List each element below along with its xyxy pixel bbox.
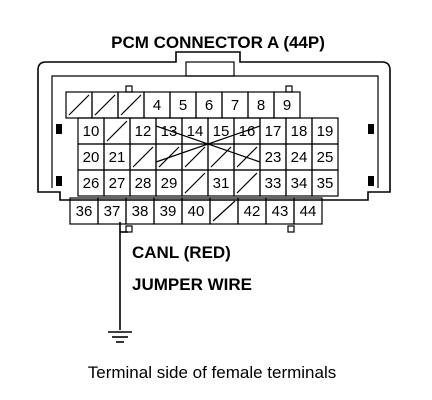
terminal-label: 13 [161, 123, 178, 140]
diagram-title: PCM CONNECTOR A (44P) [111, 33, 325, 52]
terminal-label: 19 [317, 123, 334, 140]
terminal-label: 37 [104, 203, 121, 220]
terminal-cell [311, 169, 339, 197]
terminal-label: 27 [109, 175, 126, 192]
terminal-label: 25 [317, 149, 334, 166]
terminal-label: 4 [153, 97, 161, 114]
terminal-label: 23 [265, 149, 282, 166]
empty-terminal-mark [94, 94, 116, 116]
terminal-label: 42 [244, 203, 261, 220]
terminal-label: 26 [83, 175, 100, 192]
terminal-label: 20 [83, 149, 100, 166]
terminal-label: 21 [109, 149, 126, 166]
terminal-label: 12 [135, 123, 152, 140]
diagram-caption: Terminal side of female terminals [88, 363, 336, 382]
terminal-label: 17 [265, 123, 282, 140]
terminal-label: 28 [135, 175, 152, 192]
terminal-label: 38 [132, 203, 149, 220]
terminal-label: 18 [291, 123, 308, 140]
terminal-label: 39 [160, 203, 177, 220]
terminal-label: 43 [272, 203, 289, 220]
terminal-cell [293, 197, 323, 225]
terminal-label: 29 [161, 175, 178, 192]
terminal-label: 10 [83, 123, 100, 140]
wire-label: CANL (RED) [132, 243, 231, 262]
terminal-label: 31 [213, 175, 230, 192]
ground-icon [108, 331, 132, 343]
terminal-label: 9 [283, 97, 291, 114]
terminal-label: 36 [76, 203, 93, 220]
empty-terminal-mark [120, 94, 142, 116]
terminal-label: 6 [205, 97, 213, 114]
empty-terminal-mark [106, 120, 128, 142]
terminal-label: 15 [213, 123, 230, 140]
terminal-label: 44 [300, 203, 317, 220]
terminal-label: 5 [179, 97, 187, 114]
empty-terminal-mark [68, 94, 90, 116]
empty-terminal-mark [210, 146, 232, 168]
jumper-wire [119, 222, 128, 330]
cross-mark [155, 125, 261, 163]
empty-terminal-mark [184, 172, 206, 194]
empty-terminal-mark [184, 146, 206, 168]
terminal-label: 24 [291, 149, 308, 166]
empty-terminal-mark [212, 200, 236, 222]
terminal-label: 40 [188, 203, 205, 220]
connector-housing [37, 51, 391, 233]
terminal-label: 35 [317, 175, 334, 192]
empty-terminal-mark [132, 146, 154, 168]
terminal-label: 16 [239, 123, 256, 140]
terminal-grid: 4 5 6 7 8 9 10 12 13 14 15 16 17 18 19 20 21 23 24 25 26 27 28… [65, 91, 339, 225]
terminal-label: 14 [187, 123, 204, 140]
jumper-label: JUMPER WIRE [132, 275, 252, 294]
terminal-label: 33 [265, 175, 282, 192]
terminal-label: 7 [231, 97, 239, 114]
terminal-label: 34 [291, 175, 308, 192]
terminal-label: 8 [257, 97, 265, 114]
empty-terminal-mark [236, 172, 258, 194]
